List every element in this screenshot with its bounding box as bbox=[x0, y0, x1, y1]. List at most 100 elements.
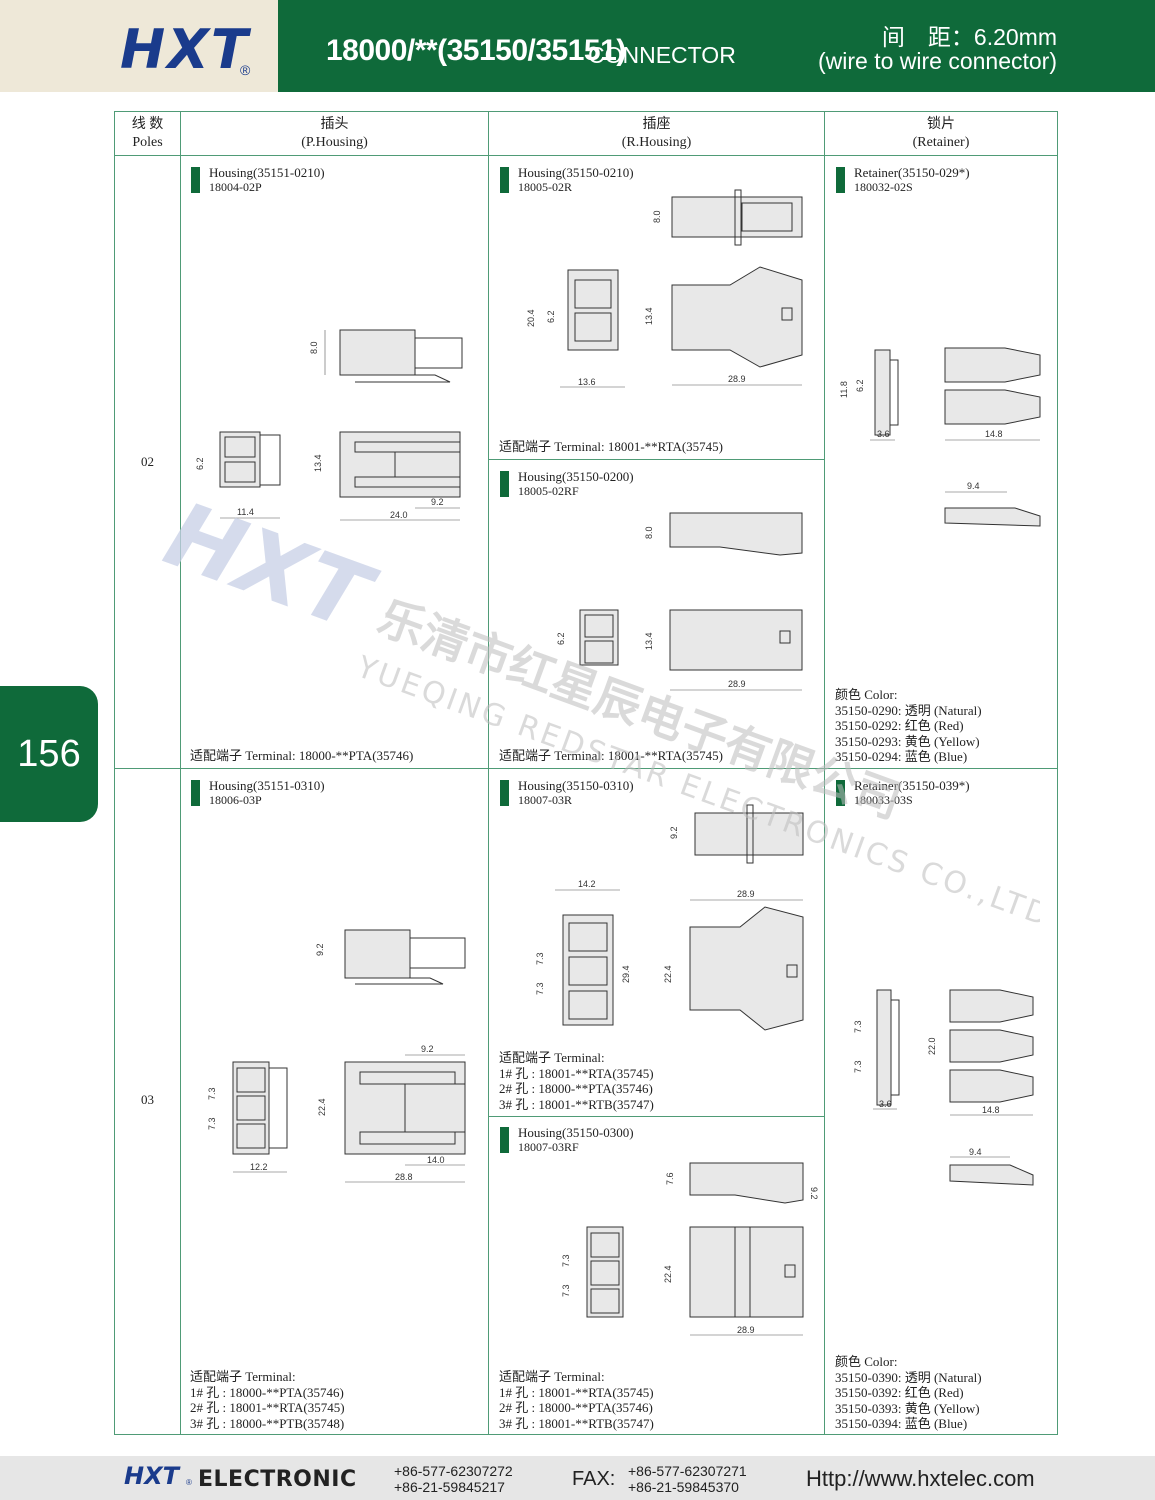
poles-value: 02 bbox=[141, 454, 154, 469]
connector-type: (wire to wire connector) bbox=[817, 48, 1057, 74]
dim-label: 9.2 bbox=[315, 943, 325, 956]
footer-company: ELECTRONIC bbox=[198, 1467, 357, 1492]
window bbox=[781, 307, 793, 321]
row-divider bbox=[489, 459, 824, 460]
cavity bbox=[584, 614, 614, 638]
window bbox=[779, 630, 791, 644]
dim-label: 3.6 bbox=[879, 1099, 892, 1109]
dim-label: 7.3 bbox=[535, 982, 545, 995]
dim-label: 13.6 bbox=[578, 377, 596, 387]
terminal-spec: 适配端子 Terminal: 18001-**RTA(35745) bbox=[499, 748, 724, 763]
footer-website-link[interactable]: Http://www.hxtelec.com bbox=[806, 1466, 1035, 1491]
dim-label: 14.8 bbox=[985, 429, 1003, 439]
dim-label: 8.0 bbox=[309, 341, 319, 354]
dim-label: 7.3 bbox=[207, 1117, 217, 1130]
part-title: Housing(35150-0210)18005-02R bbox=[500, 165, 634, 194]
retainer-2s-drawing: 11.8 6.2 3.6 14.8 9.4 bbox=[839, 347, 1041, 527]
retainer-profile bbox=[944, 507, 1041, 527]
retainer-arm bbox=[944, 347, 1041, 383]
footer-bar: HXT ® ELECTRONIC +86-577-62307272+86-21-… bbox=[0, 1456, 1155, 1500]
color-options: 颜色 Color: 35150-0290: 透明 (Natural) 35150… bbox=[835, 687, 982, 764]
terminal-spec: 适配端子 Terminal: 1# 孔 : 18001-**RTA(35745)… bbox=[499, 1050, 654, 1112]
cavity bbox=[590, 1260, 620, 1286]
cavity bbox=[568, 956, 608, 986]
footer-phone: +86-577-62307272+86-21-59845217 bbox=[394, 1463, 513, 1495]
dim-label: 8.0 bbox=[652, 210, 662, 223]
dim-label: 13.4 bbox=[644, 632, 654, 650]
dim-label: 11.8 bbox=[839, 381, 849, 398]
footer-registered-mark: ® bbox=[186, 1478, 192, 1487]
color-options: 颜色 Color: 35150-0390: 透明 (Natural) 35150… bbox=[835, 1354, 982, 1431]
header-receptacle: 插座(R.Housing) bbox=[621, 117, 692, 150]
cavity bbox=[224, 461, 256, 483]
top-body bbox=[394, 451, 461, 478]
housing-latch bbox=[746, 804, 754, 864]
model-number: 18000/**(35150/35151) bbox=[326, 34, 626, 67]
cavity bbox=[574, 312, 612, 342]
footer-fax-label: FAX: bbox=[572, 1468, 616, 1490]
poles-value: 03 bbox=[141, 1092, 154, 1107]
dim-label: 28.8 bbox=[395, 1172, 413, 1182]
retainer-3s-drawing: 7.3 7.3 22.0 3.6 14.8 9.4 bbox=[853, 989, 1034, 1186]
row-divider bbox=[115, 768, 1057, 769]
footer-logo: HXT bbox=[124, 1462, 179, 1490]
cavity bbox=[568, 990, 608, 1020]
part-title: Housing(35150-0310)18007-03R bbox=[500, 778, 634, 807]
latch-side bbox=[268, 1067, 288, 1149]
retainer-rib bbox=[889, 359, 899, 426]
part-title: Housing(35151-0210)18004-02P bbox=[191, 165, 325, 194]
dim-label: 7.3 bbox=[207, 1087, 217, 1100]
cavity bbox=[236, 1067, 266, 1093]
page-number-tab: 156 bbox=[0, 686, 98, 822]
receptacle-2rf-drawing: 8.0 6.2 13.4 28.9 bbox=[556, 512, 803, 691]
housing-top-view bbox=[339, 431, 461, 498]
dim-label: 14.0 bbox=[427, 1155, 445, 1165]
dim-label: 9.2 bbox=[431, 497, 444, 507]
row-divider bbox=[489, 1116, 824, 1117]
dim-label: 28.9 bbox=[737, 889, 755, 899]
dim-label: 13.4 bbox=[313, 454, 323, 472]
retainer-side-view bbox=[876, 989, 892, 1106]
dim-label: 28.9 bbox=[737, 1325, 755, 1335]
housing-side-view bbox=[339, 329, 416, 376]
dim-label: 7.6 bbox=[665, 1172, 675, 1185]
col-divider bbox=[180, 112, 181, 1434]
header-retainer: 锁片(Retainer) bbox=[912, 117, 970, 150]
retainer-arm bbox=[949, 1029, 1034, 1063]
dim-label: 22.4 bbox=[317, 1098, 327, 1116]
terminal-spec: 适配端子 Terminal: 18001-**RTA(35745) bbox=[499, 439, 724, 454]
plug-2p-drawing: 8.0 6.2 13.4 11.4 9.2 24.0 bbox=[195, 329, 463, 521]
dim-label: 3.6 bbox=[877, 429, 890, 439]
housing-top-view bbox=[689, 906, 804, 1031]
col-divider bbox=[488, 112, 489, 1434]
part-title: Housing(35151-0310)18006-03P bbox=[191, 778, 325, 807]
housing-side-view bbox=[694, 812, 804, 856]
top-body bbox=[404, 1083, 466, 1133]
window bbox=[784, 1264, 796, 1278]
receptacle-3r-drawing: 9.2 14.2 28.9 7.3 7.3 29.4 22.4 bbox=[535, 804, 804, 1031]
part-title: Retainer(35150-029*)180032-02S bbox=[836, 165, 970, 194]
plug-3p-drawing: 9.2 7.3 7.3 22.4 9.2 12.2 14.0 28.8 bbox=[207, 929, 466, 1183]
dim-label: 8.0 bbox=[644, 526, 654, 539]
dim-label: 7.3 bbox=[535, 952, 545, 965]
housing-side-view bbox=[689, 1162, 804, 1204]
housing-latch bbox=[409, 937, 466, 969]
dim-label: 6.2 bbox=[855, 379, 865, 392]
latch-side bbox=[259, 434, 281, 486]
housing-side-view bbox=[344, 929, 411, 979]
footer-fax: +86-577-62307271+86-21-59845370 bbox=[628, 1463, 747, 1495]
housing-tab bbox=[355, 977, 444, 985]
housing-tab bbox=[355, 374, 451, 383]
col-divider bbox=[824, 112, 825, 1434]
part-title: Housing(35150-0200)18005-02RF bbox=[500, 469, 634, 498]
pitch-label: 间 距：6.20mm bbox=[881, 24, 1057, 50]
dim-label: 7.3 bbox=[853, 1060, 863, 1073]
dim-label: 14.8 bbox=[982, 1105, 1000, 1115]
dim-label: 20.4 bbox=[526, 309, 536, 327]
housing-side-view bbox=[669, 512, 803, 556]
cavity bbox=[236, 1123, 266, 1149]
housing-front-view bbox=[232, 1061, 270, 1155]
dim-label: 24.0 bbox=[390, 510, 408, 520]
